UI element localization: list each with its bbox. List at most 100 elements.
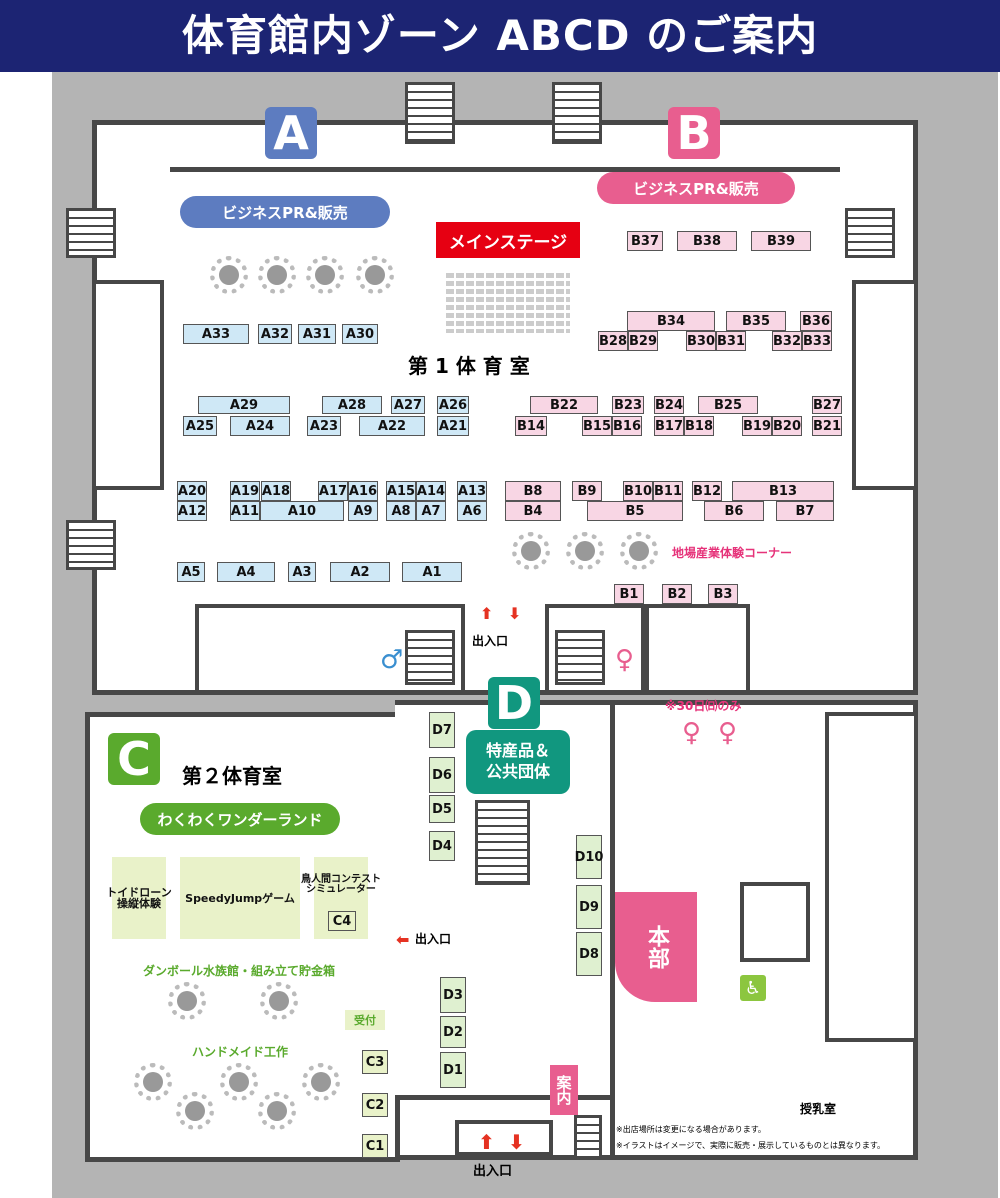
- booth-b5[interactable]: B5: [587, 501, 683, 521]
- restroom-women: [645, 604, 750, 694]
- booth-a30[interactable]: A30: [342, 324, 378, 344]
- booth-a29[interactable]: A29: [198, 396, 290, 414]
- booth-b31[interactable]: B31: [716, 331, 746, 351]
- booth-b17[interactable]: B17: [654, 416, 684, 436]
- booth-a3[interactable]: A3: [288, 562, 316, 582]
- booth-b29[interactable]: B29: [628, 331, 658, 351]
- booth-d1[interactable]: D1: [440, 1052, 466, 1088]
- booth-a27[interactable]: A27: [391, 396, 425, 414]
- booth-d9[interactable]: D9: [576, 885, 602, 929]
- booth-b34[interactable]: B34: [627, 311, 715, 331]
- booth-a10[interactable]: A10: [260, 501, 344, 521]
- booth-a18[interactable]: A18: [261, 481, 291, 501]
- booth-a1[interactable]: A1: [402, 562, 462, 582]
- booth-d5[interactable]: D5: [429, 795, 455, 823]
- booth-a6[interactable]: A6: [457, 501, 487, 521]
- booth-c2[interactable]: C2: [362, 1093, 388, 1117]
- note: ※イラストはイメージで、実際に販売・展示しているものとは異なります。: [616, 1141, 886, 1150]
- booth-b33[interactable]: B33: [802, 331, 832, 351]
- booth-b6[interactable]: B6: [704, 501, 764, 521]
- booth-b7[interactable]: B7: [776, 501, 834, 521]
- booth-b25[interactable]: B25: [698, 396, 758, 414]
- booth-b39[interactable]: B39: [751, 231, 811, 251]
- booth-c3[interactable]: C3: [362, 1050, 388, 1074]
- booth-a24[interactable]: A24: [230, 416, 290, 436]
- booth-b14[interactable]: B14: [515, 416, 547, 436]
- booth-a33[interactable]: A33: [183, 324, 249, 344]
- booth-a23[interactable]: A23: [307, 416, 341, 436]
- booth-a32[interactable]: A32: [258, 324, 292, 344]
- booth-b11[interactable]: B11: [653, 481, 683, 501]
- round-table-icon: [210, 256, 248, 294]
- booth-a2[interactable]: A2: [330, 562, 390, 582]
- booth-a22[interactable]: A22: [359, 416, 425, 436]
- booth-b2[interactable]: B2: [662, 584, 692, 604]
- booth-c1[interactable]: C1: [362, 1134, 388, 1158]
- booth-b10[interactable]: B10: [623, 481, 653, 501]
- booth-b38[interactable]: B38: [677, 231, 737, 251]
- booth-a19[interactable]: A19: [230, 481, 260, 501]
- booth-b4[interactable]: B4: [505, 501, 561, 521]
- booth-a15[interactable]: A15: [386, 481, 416, 501]
- booth-d3[interactable]: D3: [440, 977, 466, 1013]
- booth-b32[interactable]: B32: [772, 331, 802, 351]
- booth-a14[interactable]: A14: [416, 481, 446, 501]
- booth-a4[interactable]: A4: [217, 562, 275, 582]
- booth-a5[interactable]: A5: [177, 562, 205, 582]
- booth-b1[interactable]: B1: [614, 584, 644, 604]
- round-table-icon: [260, 982, 298, 1020]
- booth-d2[interactable]: D2: [440, 1016, 466, 1048]
- round-table-icon: [302, 1063, 340, 1101]
- booth-b18[interactable]: B18: [684, 416, 714, 436]
- booth-a25[interactable]: A25: [183, 416, 217, 436]
- booth-b9[interactable]: B9: [572, 481, 602, 501]
- booth-b12[interactable]: B12: [692, 481, 722, 501]
- booth-c4[interactable]: C4: [328, 911, 356, 931]
- booth-b23[interactable]: B23: [612, 396, 644, 414]
- booth-b3[interactable]: B3: [708, 584, 738, 604]
- booth-a17[interactable]: A17: [318, 481, 348, 501]
- booth-b20[interactable]: B20: [772, 416, 802, 436]
- business-pr-a-label: ビジネスPR&販売: [180, 196, 390, 228]
- booth-b24[interactable]: B24: [654, 396, 684, 414]
- booth-a21[interactable]: A21: [437, 416, 469, 436]
- booth-a11[interactable]: A11: [230, 501, 260, 521]
- stairs: [552, 82, 602, 144]
- booth-b8[interactable]: B8: [505, 481, 561, 501]
- booth-a12[interactable]: A12: [177, 501, 207, 521]
- wheelchair-icon: ♿: [740, 975, 766, 1001]
- booth-b19[interactable]: B19: [742, 416, 772, 436]
- booth-b37[interactable]: B37: [627, 231, 663, 251]
- booth-b22[interactable]: B22: [530, 396, 598, 414]
- booth-d6[interactable]: D6: [429, 757, 455, 793]
- booth-a13[interactable]: A13: [457, 481, 487, 501]
- speedyjump-area: SpeedyJumpゲーム: [180, 857, 300, 939]
- entrance-hall: [455, 1120, 553, 1156]
- booth-a16[interactable]: A16: [348, 481, 378, 501]
- booth-a28[interactable]: A28: [322, 396, 382, 414]
- booth-a20[interactable]: A20: [177, 481, 207, 501]
- booth-b35[interactable]: B35: [726, 311, 786, 331]
- booth-b30[interactable]: B30: [686, 331, 716, 351]
- booth-b27[interactable]: B27: [812, 396, 842, 414]
- booth-b15[interactable]: B15: [582, 416, 612, 436]
- zone-d-badge: D: [488, 676, 540, 730]
- booth-b21[interactable]: B21: [812, 416, 842, 436]
- booth-a7[interactable]: A7: [416, 501, 446, 521]
- stairs: [845, 208, 895, 258]
- booth-a26[interactable]: A26: [437, 396, 469, 414]
- booth-b16[interactable]: B16: [612, 416, 642, 436]
- cardboard-label: ダンボール水族館・組み立て貯金箱: [143, 964, 336, 978]
- booth-d4[interactable]: D4: [429, 831, 455, 861]
- booth-b13[interactable]: B13: [732, 481, 834, 501]
- booth-b36[interactable]: B36: [800, 311, 832, 331]
- booth-d10[interactable]: D10: [575, 835, 603, 879]
- booth-a31[interactable]: A31: [298, 324, 336, 344]
- booth-d7[interactable]: D7: [429, 712, 455, 748]
- booth-d8[interactable]: D8: [576, 932, 602, 976]
- booth-a8[interactable]: A8: [386, 501, 416, 521]
- booth-a9[interactable]: A9: [348, 501, 378, 521]
- arrow-out-icon: ⬇: [508, 1130, 525, 1154]
- booth-b28[interactable]: B28: [598, 331, 628, 351]
- room: [740, 882, 810, 962]
